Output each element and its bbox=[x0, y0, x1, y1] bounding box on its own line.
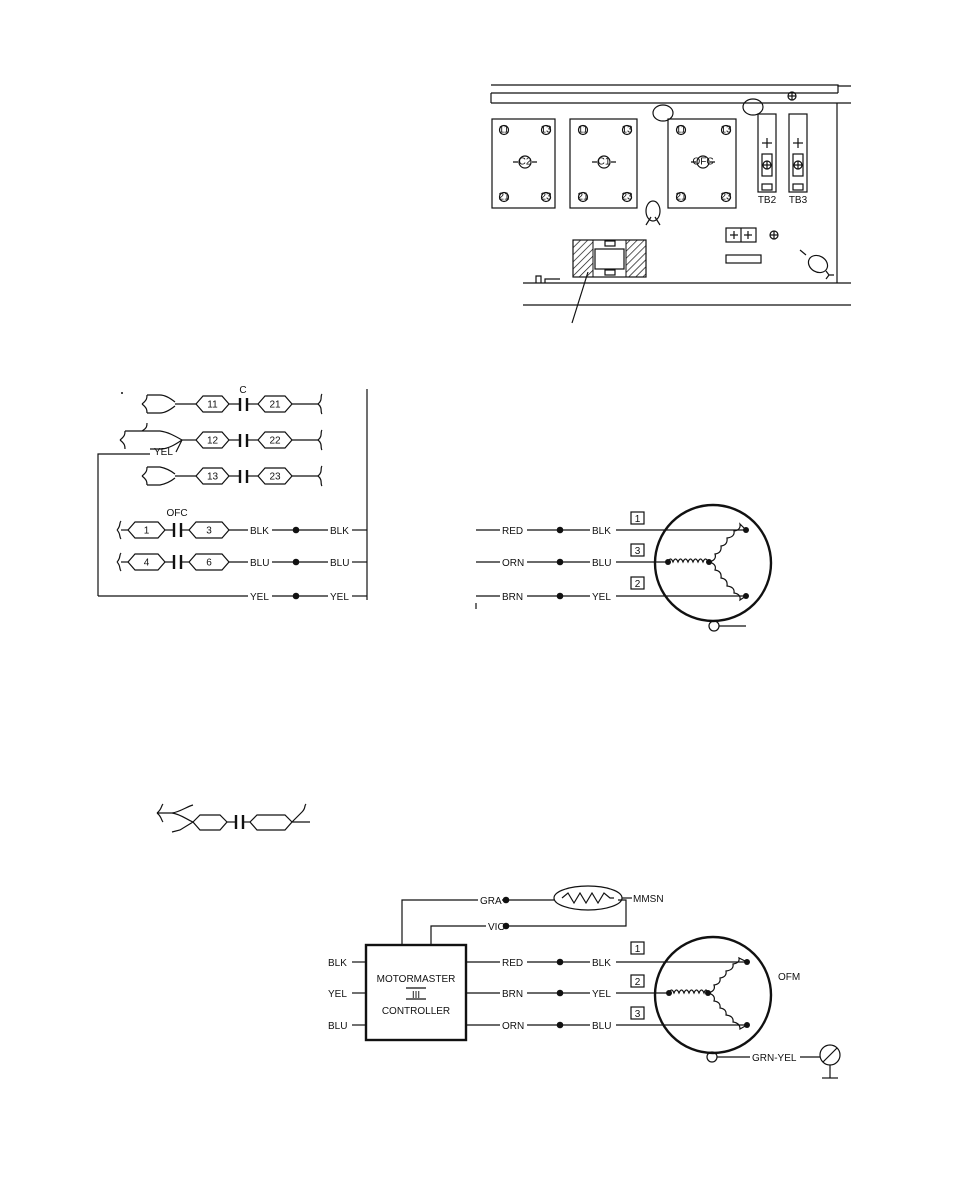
wire-label-red: RED bbox=[502, 526, 523, 537]
terminal-block-tb2: TB2 bbox=[758, 114, 777, 206]
terminal-label: 13 bbox=[540, 125, 552, 136]
ofc-diagram: OFC 1 3 BLK BLK 4 6 BLU BLU bbox=[98, 508, 367, 603]
contactor-c1: 11 13 21 23 C1 bbox=[570, 119, 637, 208]
motormaster-diagram: GRA MMSN VIO MOTORMASTER III CONTROLLER … bbox=[328, 886, 840, 1078]
terminal-label: 11 bbox=[676, 125, 687, 136]
box-label: 2 bbox=[635, 579, 641, 590]
contactor-c-diagram: C 11 21 12 22 YEL bbox=[98, 385, 367, 600]
tb3-label: TB3 bbox=[789, 195, 808, 206]
wire-label-yel: YEL bbox=[330, 592, 349, 603]
c-terminal: 22 bbox=[269, 436, 281, 447]
panel-connector-block bbox=[573, 240, 646, 277]
box-label: 3 bbox=[635, 1009, 641, 1020]
wire-label-blk: BLK bbox=[592, 526, 611, 537]
contactor-label: C1 bbox=[598, 157, 611, 168]
contactor-c2: 11 13 21 23 C2 bbox=[492, 119, 555, 208]
wire-label-gra: GRA bbox=[480, 896, 502, 907]
wire-label-yel: YEL bbox=[250, 592, 269, 603]
terminal-label: 21 bbox=[675, 192, 687, 203]
ofc-terminal: 4 bbox=[144, 558, 150, 569]
terminal-label: 13 bbox=[720, 125, 732, 136]
wire-label-orn: ORN bbox=[502, 1021, 524, 1032]
terminal-label: 21 bbox=[577, 192, 589, 203]
ofc-terminal: 3 bbox=[206, 526, 212, 537]
wire-label-brn: BRN bbox=[502, 989, 523, 1000]
box-label: 2 bbox=[635, 977, 641, 988]
c-terminal: 13 bbox=[207, 472, 219, 483]
controller-line3: CONTROLLER bbox=[382, 1006, 450, 1017]
terminal-label: 13 bbox=[621, 125, 633, 136]
wire-label-yel: YEL bbox=[328, 989, 347, 1000]
wire-label-blk: BLK bbox=[250, 526, 269, 537]
c-terminal: 23 bbox=[269, 472, 281, 483]
box-label: 3 bbox=[635, 546, 641, 557]
wire-label-blu: BLU bbox=[328, 1021, 347, 1032]
wire-label-brn: BRN bbox=[502, 592, 523, 603]
motor-label: OFM bbox=[778, 972, 800, 983]
wire-label-grn-yel: GRN-YEL bbox=[752, 1053, 797, 1064]
terminal-label: 21 bbox=[498, 192, 510, 203]
terminal-label: 23 bbox=[540, 192, 552, 203]
panel-small-parts bbox=[726, 228, 778, 263]
yel-wire-label: YEL bbox=[154, 447, 173, 458]
wire-label-blu: BLU bbox=[592, 558, 611, 569]
wire-label-vio: VIO bbox=[488, 922, 505, 933]
contact-symbol bbox=[157, 804, 310, 832]
ofc-terminal: 1 bbox=[144, 526, 150, 537]
wire-label-yel: YEL bbox=[592, 989, 611, 1000]
sensor-label: MMSN bbox=[633, 894, 664, 905]
terminal-label: 11 bbox=[499, 125, 510, 136]
terminal-label: 23 bbox=[720, 192, 732, 203]
controller-line1: MOTORMASTER bbox=[377, 974, 456, 985]
box-label: 1 bbox=[635, 514, 641, 525]
c-terminal: 12 bbox=[207, 436, 219, 447]
wire-label-blu: BLU bbox=[330, 558, 349, 569]
box-label: 1 bbox=[635, 944, 641, 955]
wire-label-blu: BLU bbox=[250, 558, 269, 569]
tb2-label: TB2 bbox=[758, 195, 777, 206]
terminal-block-tb3: TB3 bbox=[789, 114, 808, 206]
contactor-c-label: C bbox=[239, 385, 246, 396]
c-terminal: 11 bbox=[207, 400, 218, 411]
c-terminal: 21 bbox=[269, 400, 281, 411]
wire-label-blk: BLK bbox=[328, 958, 347, 969]
fan-motor-upper: RED BLK ORN BLU BRN YEL 1 3 2 bbox=[476, 505, 771, 631]
wire-label-yel: YEL bbox=[592, 592, 611, 603]
wire-label-orn: ORN bbox=[502, 558, 524, 569]
ofc-label: OFC bbox=[166, 508, 187, 519]
ofc-terminal: 6 bbox=[206, 558, 212, 569]
wire-label-red: RED bbox=[502, 958, 523, 969]
contactor-ofc: 11 13 21 23 OFC bbox=[668, 119, 736, 208]
wire-label-blk: BLK bbox=[330, 526, 349, 537]
terminal-label: 23 bbox=[621, 192, 633, 203]
wire-label-blu: BLU bbox=[592, 1021, 611, 1032]
contactor-label: C2 bbox=[519, 157, 532, 168]
wire-label-blk: BLK bbox=[592, 958, 611, 969]
terminal-label: 11 bbox=[578, 125, 589, 136]
